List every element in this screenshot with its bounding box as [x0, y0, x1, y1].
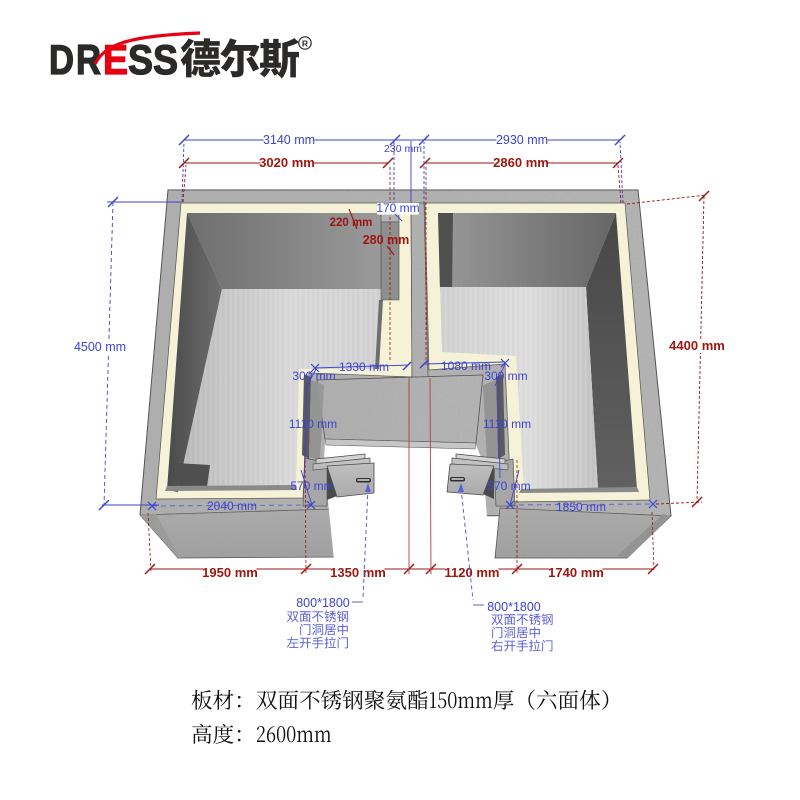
- svg-text:D: D: [49, 36, 74, 83]
- svg-text:1950 mm: 1950 mm: [202, 565, 258, 580]
- svg-text:1120 mm: 1120 mm: [445, 565, 500, 580]
- svg-text:300 mm: 300 mm: [292, 369, 335, 383]
- svg-text:3140 mm: 3140 mm: [263, 133, 315, 147]
- svg-text:800*1800: 800*1800: [296, 596, 350, 610]
- svg-text:S: S: [128, 36, 153, 83]
- svg-text:1740 mm: 1740 mm: [548, 565, 604, 580]
- svg-text:S: S: [153, 36, 178, 83]
- svg-text:570 mm: 570 mm: [487, 479, 530, 493]
- svg-text:2860 mm: 2860 mm: [493, 155, 549, 170]
- svg-text:1330 mm: 1330 mm: [339, 360, 389, 374]
- svg-text:3020 mm: 3020 mm: [259, 155, 315, 170]
- svg-text:2040 mm: 2040 mm: [207, 499, 257, 513]
- svg-text:4400 mm: 4400 mm: [669, 338, 725, 353]
- svg-text:220 mm: 220 mm: [330, 217, 373, 229]
- svg-text:280 mm: 280 mm: [363, 233, 410, 247]
- svg-text:800*1800: 800*1800: [487, 600, 541, 614]
- svg-text:R: R: [302, 39, 308, 49]
- svg-text:170 mm: 170 mm: [376, 201, 419, 215]
- svg-text:1110 mm: 1110 mm: [289, 417, 337, 431]
- svg-text:1110 mm: 1110 mm: [483, 417, 531, 431]
- svg-text:2930 mm: 2930 mm: [496, 133, 548, 147]
- svg-text:1850 mm: 1850 mm: [556, 500, 606, 514]
- svg-text:1080 mm: 1080 mm: [441, 359, 491, 373]
- svg-text:230 mm: 230 mm: [384, 143, 422, 155]
- svg-text:300 mm: 300 mm: [484, 369, 527, 383]
- svg-text:1350 mm: 1350 mm: [330, 565, 386, 580]
- svg-text:4500 mm: 4500 mm: [74, 340, 126, 354]
- svg-text:570 mm: 570 mm: [290, 479, 333, 493]
